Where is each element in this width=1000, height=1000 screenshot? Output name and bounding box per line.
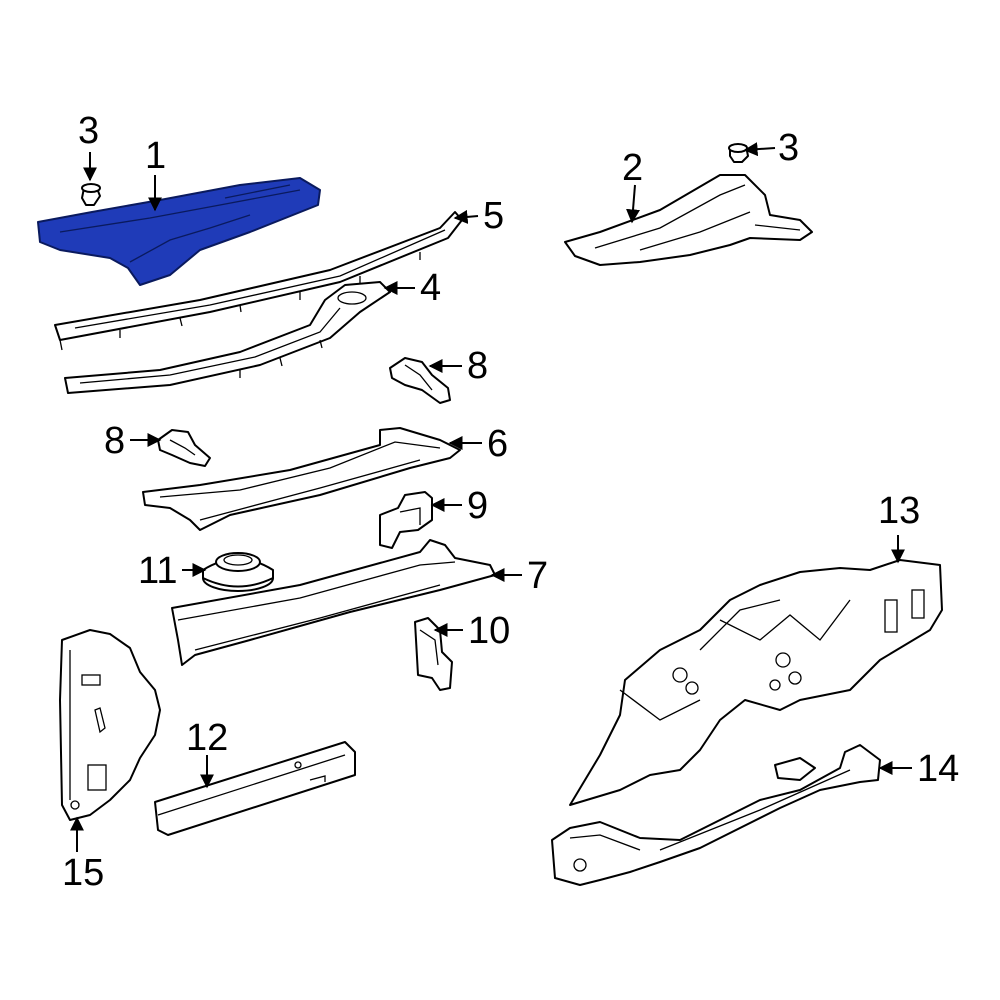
callout-15[interactable]: 15 — [62, 852, 104, 894]
part-6-cowl-upper[interactable] — [142, 427, 461, 531]
part-15-hinge-pillar[interactable] — [59, 629, 161, 821]
callout-3-right[interactable]: 3 — [778, 127, 799, 169]
part-7-lower-cowl[interactable] — [171, 539, 496, 666]
part-12-reinforcement[interactable] — [154, 741, 356, 836]
part-3-clip-right[interactable] — [728, 143, 749, 163]
leader-lines — [70, 142, 912, 852]
callout-10[interactable]: 10 — [468, 610, 510, 652]
callout-labels: 1 3 2 3 5 4 8 8 6 9 11 7 10 13 14 12 15 — [62, 110, 959, 894]
callout-12[interactable]: 12 — [186, 717, 228, 759]
callout-8-left[interactable]: 8 — [104, 420, 125, 462]
part-2-cowl-panel[interactable] — [564, 174, 813, 266]
part-3-clip-left[interactable] — [81, 183, 101, 206]
part-9-bracket[interactable] — [379, 491, 433, 549]
part-11-grommet[interactable] — [202, 552, 274, 592]
callout-1[interactable]: 1 — [145, 135, 166, 177]
callout-4[interactable]: 4 — [420, 267, 441, 309]
part-8-bracket-right[interactable] — [389, 357, 451, 404]
callout-8-right[interactable]: 8 — [467, 345, 488, 387]
leader-3b — [743, 142, 776, 157]
callout-6[interactable]: 6 — [487, 423, 508, 465]
callout-9[interactable]: 9 — [467, 485, 488, 527]
leader-5 — [453, 209, 479, 224]
callout-2[interactable]: 2 — [622, 147, 643, 189]
part-1-cowl-panel[interactable] — [37, 177, 321, 286]
callout-14[interactable]: 14 — [917, 748, 959, 790]
leader-2 — [626, 184, 640, 224]
part-8-bracket-left[interactable] — [157, 429, 211, 467]
callout-7[interactable]: 7 — [527, 555, 548, 597]
callout-11[interactable]: 11 — [138, 550, 177, 592]
part-10-bracket[interactable] — [414, 617, 453, 691]
part-13-apron[interactable] — [569, 559, 943, 806]
callout-3-left[interactable]: 3 — [78, 110, 99, 152]
callout-5[interactable]: 5 — [483, 195, 504, 237]
callout-13[interactable]: 13 — [878, 490, 920, 532]
